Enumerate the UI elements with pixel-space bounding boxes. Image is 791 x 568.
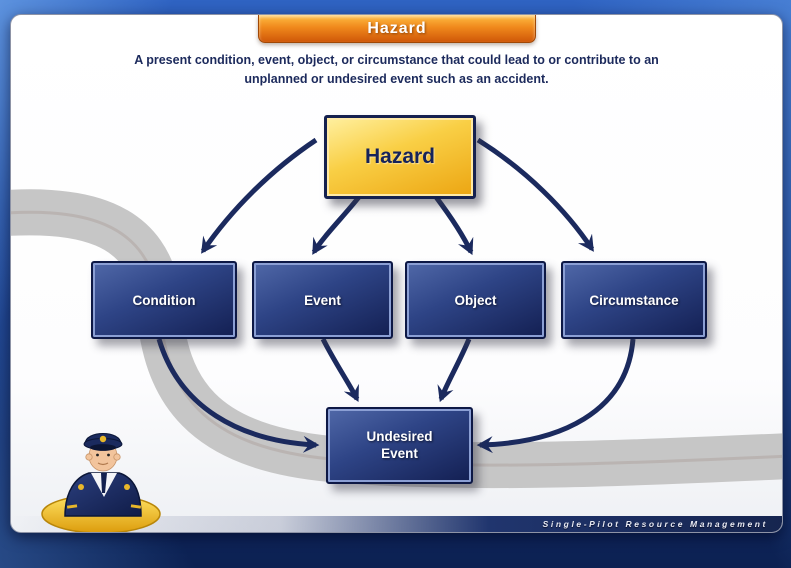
pilot-tie (101, 473, 107, 493)
pilot-lapel-pin-right (124, 484, 130, 490)
arrow-hazard-to-condition (200, 137, 318, 254)
pilot-ear-left (85, 453, 93, 461)
node-object-label: Object (454, 292, 497, 308)
pilot-hat-emblem (99, 435, 107, 443)
definition-text: A present condition, event, object, or c… (134, 53, 659, 87)
road-graphic (11, 189, 782, 489)
arrow-object-to-undesired (437, 338, 472, 403)
arrow-hazard-to-circumstance (476, 137, 595, 252)
slide-title-bar: Hazard (258, 15, 536, 43)
diagram-canvas (11, 137, 782, 489)
arrow-circumstance-to-undesired (476, 338, 636, 454)
node-event: Event (252, 261, 393, 339)
pilot-sleeve-stripe-right (130, 504, 142, 509)
slide-title: Hazard (367, 19, 427, 37)
node-hazard-label: Hazard (364, 145, 436, 168)
node-circumstance: Circumstance (561, 261, 707, 339)
node-object: Object (405, 261, 546, 339)
node-undesired-event-label: Undesired Event (366, 428, 433, 461)
arrow-condition-to-undesired (156, 338, 320, 453)
arrow-event-to-undesired (320, 337, 360, 403)
arrow-hazard-to-object (433, 195, 474, 256)
pilot-ear-right (113, 453, 121, 461)
node-condition-label: Condition (132, 292, 196, 308)
arrow-hazard-to-event (311, 195, 361, 255)
footer-bar: Single-Pilot Resource Management (11, 516, 782, 532)
footer-course-title: Single-Pilot Resource Management (542, 519, 768, 529)
pilot-mouth (97, 462, 109, 466)
slide-card: Hazard A present condition, event, objec… (10, 14, 783, 533)
node-event-label: Event (304, 292, 341, 308)
node-hazard: Hazard (324, 115, 476, 199)
pilot-sleeve-stripe-left (66, 504, 78, 509)
pilot-lapel-pin-left (78, 484, 84, 490)
pilot-hat-visor (90, 444, 116, 451)
pilot-eye-right (107, 453, 110, 457)
pilot-illustration (41, 433, 161, 532)
node-condition: Condition (91, 261, 237, 339)
node-undesired-event: Undesired Event (326, 407, 473, 484)
pilot-eye-left (96, 453, 99, 457)
node-circumstance-label: Circumstance (589, 292, 679, 308)
